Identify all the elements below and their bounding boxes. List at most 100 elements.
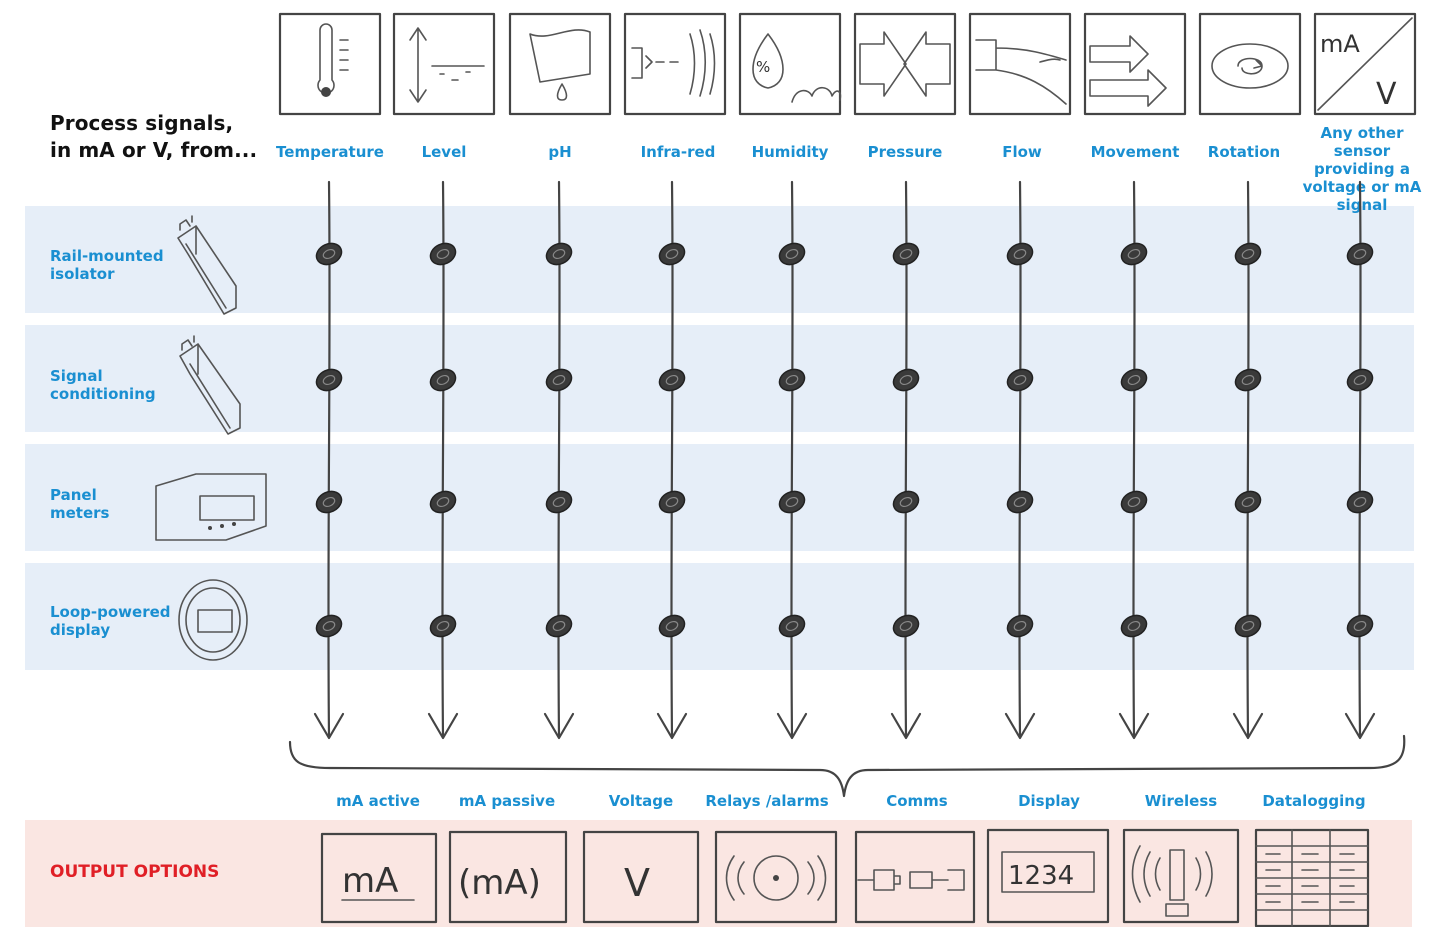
sensor-label-flow: Flow bbox=[1002, 143, 1042, 161]
signal-arrowhead bbox=[776, 712, 808, 740]
signal-arrowhead bbox=[1004, 712, 1036, 740]
output-label-ma-active: mA active bbox=[336, 792, 420, 810]
output-label-datalogging: Datalogging bbox=[1262, 792, 1366, 810]
sensor-label-pressure: Pressure bbox=[867, 143, 943, 161]
signal-knot bbox=[1120, 242, 1148, 266]
ma-passive-icon: (mA) bbox=[448, 830, 568, 924]
signal-knot bbox=[545, 242, 573, 266]
signal-knot bbox=[545, 368, 573, 392]
signal-knot bbox=[778, 614, 806, 638]
signal-knot-highlight bbox=[1353, 248, 1367, 260]
signal-knot-highlight bbox=[1353, 374, 1367, 386]
signal-knot-highlight bbox=[665, 374, 679, 386]
signal-knot bbox=[658, 490, 686, 514]
signal-knot bbox=[778, 368, 806, 392]
signal-knot-highlight bbox=[1241, 374, 1255, 386]
voltage-icon: V bbox=[582, 830, 700, 924]
ma-active-icon-text: mA bbox=[342, 861, 398, 901]
svg-text:%: % bbox=[756, 58, 770, 76]
output-band bbox=[25, 820, 1412, 927]
row-label-signal-conditioning: Signal conditioning bbox=[50, 367, 156, 403]
signal-arrowhead bbox=[1344, 712, 1376, 740]
flow-icon bbox=[968, 12, 1072, 116]
signal-knot bbox=[1234, 490, 1262, 514]
signal-knot bbox=[545, 490, 573, 514]
signal-knot bbox=[315, 242, 343, 266]
signal-knot-highlight bbox=[1013, 374, 1027, 386]
panel-meter-icon bbox=[155, 473, 267, 541]
page-heading: Process signals, in mA or V, from... bbox=[50, 111, 258, 162]
signal-knot-highlight bbox=[785, 248, 799, 260]
signal-knot-highlight bbox=[1127, 496, 1141, 508]
signal-knot-highlight bbox=[785, 374, 799, 386]
signal-knot bbox=[892, 490, 920, 514]
signal-knot-highlight bbox=[436, 248, 450, 260]
signal-arrowhead bbox=[656, 712, 688, 740]
display-icon-text: 1234 bbox=[1008, 861, 1074, 891]
signal-knot bbox=[658, 242, 686, 266]
signal-knot bbox=[658, 614, 686, 638]
output-label-relays-alarms: Relays /alarms bbox=[705, 792, 829, 810]
infrared-icon bbox=[623, 12, 727, 116]
signal-knot bbox=[892, 614, 920, 638]
signal-knot bbox=[1120, 490, 1148, 514]
signal-knot bbox=[658, 368, 686, 392]
signal-arrowhead bbox=[890, 712, 922, 740]
output-label-voltage: Voltage bbox=[608, 792, 674, 810]
signal-knot-highlight bbox=[899, 620, 913, 632]
signal-knot bbox=[892, 242, 920, 266]
humidity-icon: % bbox=[738, 12, 842, 116]
signal-knot-highlight bbox=[1241, 248, 1255, 260]
output-label-wireless: Wireless bbox=[1144, 792, 1218, 810]
rail-isolator-icon bbox=[177, 215, 237, 315]
output-label-display: Display bbox=[1018, 792, 1080, 810]
pressure-icon bbox=[853, 12, 957, 116]
signal-knot-highlight bbox=[1013, 496, 1027, 508]
signal-knot-highlight bbox=[785, 620, 799, 632]
sensor-label-ph: pH bbox=[548, 143, 572, 161]
signal-knot bbox=[1006, 490, 1034, 514]
sensor-label-humidity: Humidity bbox=[751, 143, 829, 161]
signal-knot-highlight bbox=[1013, 620, 1027, 632]
signal-knot bbox=[1234, 368, 1262, 392]
row-band-rail-isolator bbox=[25, 206, 1414, 313]
datalogging-icon bbox=[1254, 828, 1370, 927]
signal-knot-highlight bbox=[552, 620, 566, 632]
sensor-label-temperature: Temperature bbox=[276, 143, 384, 161]
ma-active-icon: mA bbox=[320, 832, 438, 924]
output-options-heading: OUTPUT OPTIONS bbox=[50, 862, 220, 882]
ma-v-icon: mA V bbox=[1313, 12, 1417, 116]
signal-knot bbox=[1346, 242, 1374, 266]
signal-knot-highlight bbox=[552, 374, 566, 386]
signal-arrowhead bbox=[1118, 712, 1150, 740]
signal-knot-highlight bbox=[436, 496, 450, 508]
signal-arrowhead bbox=[543, 712, 575, 740]
ph-icon bbox=[508, 12, 612, 116]
ma-passive-icon-text: (mA) bbox=[458, 863, 541, 903]
signal-knot bbox=[1006, 614, 1034, 638]
signal-knot bbox=[778, 242, 806, 266]
signal-knot bbox=[315, 490, 343, 514]
signal-knot-highlight bbox=[665, 248, 679, 260]
signal-knot-highlight bbox=[785, 496, 799, 508]
signal-knot-highlight bbox=[552, 496, 566, 508]
signal-knot-highlight bbox=[665, 496, 679, 508]
comms-icon bbox=[854, 830, 976, 924]
sensor-label-movement: Movement bbox=[1090, 143, 1180, 161]
loop-display-icon bbox=[178, 579, 248, 661]
signal-knot bbox=[429, 490, 457, 514]
signal-knot-highlight bbox=[899, 374, 913, 386]
signal-knot bbox=[315, 368, 343, 392]
row-label-rail-isolator: Rail-mounted isolator bbox=[50, 247, 164, 283]
signal-knot-highlight bbox=[436, 620, 450, 632]
movement-icon bbox=[1083, 12, 1187, 116]
sensor-label-rotation: Rotation bbox=[1207, 143, 1281, 161]
signal-knot bbox=[429, 614, 457, 638]
signal-knot-highlight bbox=[322, 248, 336, 260]
signal-knot bbox=[429, 242, 457, 266]
ma-v-icon-ma-text: mA bbox=[1320, 30, 1360, 58]
signal-conditioner-icon bbox=[179, 335, 241, 435]
signal-knot-highlight bbox=[552, 248, 566, 260]
signal-knot-highlight bbox=[322, 496, 336, 508]
signal-arrowhead bbox=[313, 712, 345, 740]
